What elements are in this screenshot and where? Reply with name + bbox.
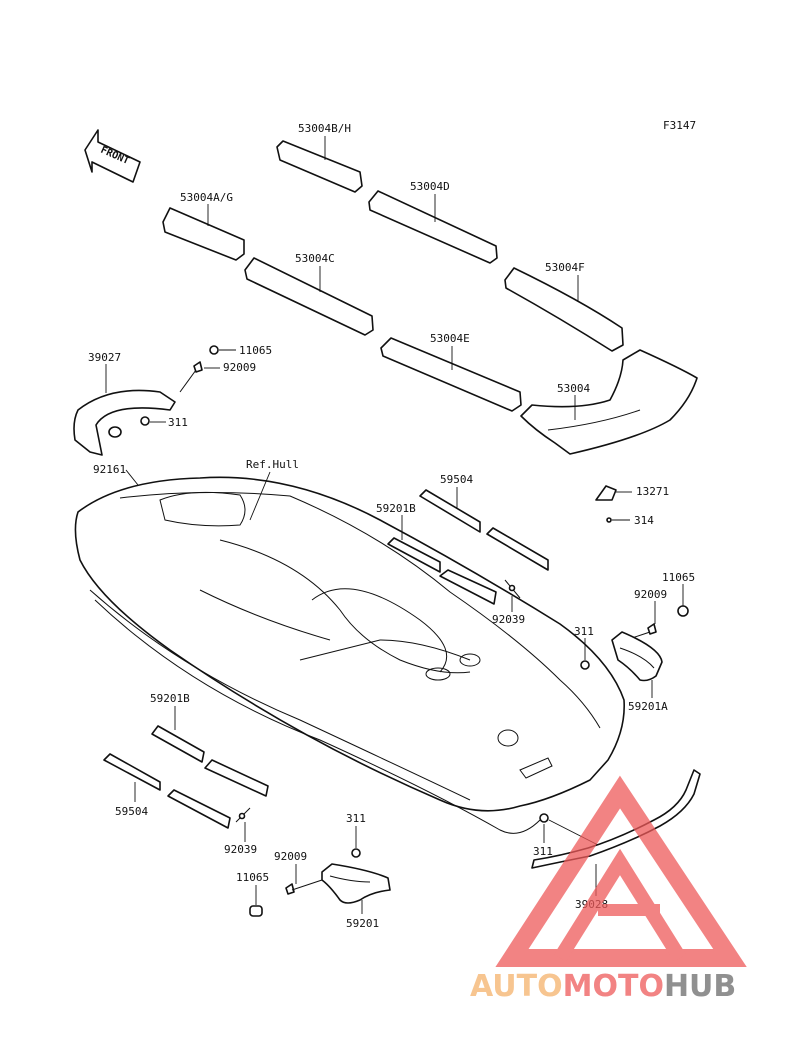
label-washer-311-left: 311 bbox=[168, 416, 188, 429]
hull bbox=[74, 476, 625, 834]
label-washer-311-handle: 311 bbox=[533, 845, 553, 858]
clip-13271 bbox=[595, 485, 617, 501]
label-bolt-92009-right: 92009 bbox=[634, 588, 667, 601]
bolt-92009-top bbox=[179, 361, 203, 393]
label-nut-11065-bottom: 11065 bbox=[236, 871, 269, 884]
bolt-92009-right bbox=[631, 623, 657, 639]
logo-text-auto: AUTO bbox=[470, 969, 563, 1004]
automotohub-logo: AUTOMOTOHUB bbox=[470, 775, 747, 1004]
nut-11065-right bbox=[677, 605, 689, 617]
washer-311-handle bbox=[539, 813, 549, 823]
label-nut-11065-right: 11065 bbox=[662, 571, 695, 584]
pin-92039-bottom bbox=[235, 807, 251, 823]
pin-92039-top bbox=[504, 579, 521, 599]
label-strip-59504-top: 59504 bbox=[440, 473, 473, 486]
label-bracket-59201a: 59201A bbox=[628, 700, 668, 713]
label-bolt-92009-bottom: 92009 bbox=[274, 850, 307, 863]
label-handle-39027: 39027 bbox=[88, 351, 121, 364]
label-mat-53004f: 53004F bbox=[545, 261, 585, 274]
label-pin-92039-top: 92039 bbox=[492, 613, 525, 626]
screw-314 bbox=[606, 517, 612, 523]
mat-53004d bbox=[368, 190, 498, 264]
strip-59504-top bbox=[419, 489, 549, 571]
logo-text-hub: HUB bbox=[664, 969, 736, 1004]
washer-311-left bbox=[140, 416, 150, 426]
bolt-92009-bottom bbox=[285, 879, 323, 895]
label-mat-53004d: 53004D bbox=[410, 180, 450, 193]
mat-53004bh bbox=[276, 140, 363, 193]
mat-53004ag bbox=[162, 207, 245, 261]
mat-53004-main bbox=[520, 349, 698, 455]
figure-code: F3147 bbox=[663, 119, 696, 132]
label-washer-311-bottom: 311 bbox=[346, 812, 366, 825]
mat-53004e bbox=[380, 337, 522, 412]
pad-59201b-bottom bbox=[151, 725, 269, 797]
label-washer-311-right: 311 bbox=[574, 625, 594, 638]
label-ref-hull: Ref.Hull bbox=[246, 458, 299, 471]
label-mat-53004: 53004 bbox=[557, 382, 590, 395]
label-pad-59201b-top: 59201B bbox=[376, 502, 416, 515]
label-bracket-59201: 59201 bbox=[346, 917, 379, 930]
label-mat-53004ag: 53004A/G bbox=[180, 191, 233, 204]
pad-59201b-top bbox=[387, 537, 497, 605]
strip-59504-bottom bbox=[103, 753, 231, 829]
front-arrow-icon: FRONT bbox=[84, 129, 141, 183]
svg-text:AUTOMOTOHUB: AUTOMOTOHUB bbox=[470, 969, 736, 1004]
mat-53004c bbox=[244, 257, 374, 336]
bracket-59201 bbox=[321, 863, 391, 904]
label-mat-53004bh: 53004B/H bbox=[298, 122, 351, 135]
label-nut-11065-top: 11065 bbox=[239, 344, 272, 357]
washer-311-right bbox=[580, 660, 590, 670]
nut-11065-top bbox=[209, 345, 219, 355]
label-pad-59201b-bottom: 59201B bbox=[150, 692, 190, 705]
label-mat-53004e: 53004E bbox=[430, 332, 470, 345]
label-bolt-92009-top: 92009 bbox=[223, 361, 256, 374]
label-plug-92161: 92161 bbox=[93, 463, 126, 476]
bracket-59201a bbox=[611, 631, 663, 682]
mat-53004f bbox=[504, 267, 624, 352]
label-clip-13271: 13271 bbox=[636, 485, 669, 498]
label-strip-59504-bottom: 59504 bbox=[115, 805, 148, 818]
washer-311-bottom bbox=[351, 848, 361, 858]
label-pin-92039-bottom: 92039 bbox=[224, 843, 257, 856]
nut-11065-bottom bbox=[249, 905, 263, 917]
label-mat-53004c: 53004C bbox=[295, 252, 335, 265]
logo-text-moto: MOTO bbox=[563, 969, 664, 1004]
handle-39027 bbox=[73, 389, 176, 456]
label-screw-314: 314 bbox=[634, 514, 654, 527]
